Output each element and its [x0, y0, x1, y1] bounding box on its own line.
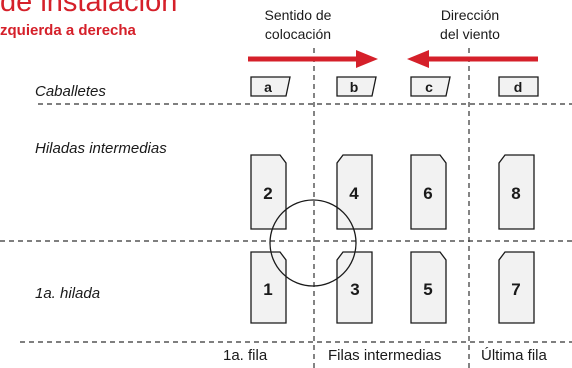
lane-box-b	[336, 76, 377, 97]
lane-letter-b: b	[350, 79, 359, 95]
lane-box-a	[250, 76, 291, 97]
diagram-subtitle: zquierda a derecha	[0, 22, 136, 39]
column-label-first-row: 1a. fila	[223, 347, 268, 364]
lane-letter-a: a	[264, 79, 272, 95]
laying-direction-line-2: colocación	[264, 26, 332, 42]
wind-direction-line-2: del viento	[440, 26, 500, 42]
diagram-title: de instalación	[0, 0, 178, 18]
laying-direction-arrow	[248, 50, 378, 68]
lane-box-c	[410, 76, 451, 97]
tile-number-2: 2	[263, 184, 272, 203]
column-label-last-row: Última fila	[481, 347, 547, 364]
tile-number-8: 8	[511, 184, 520, 203]
tile-number-4: 4	[349, 184, 359, 203]
tile-7	[498, 251, 535, 324]
wind-direction-line-1: Dirección	[440, 7, 500, 23]
tile-number-5: 5	[423, 280, 432, 299]
laying-direction-label: Sentido de colocación	[248, 6, 348, 44]
row-label-ridges: Caballetes	[35, 83, 106, 100]
column-label-intermediate-rows: Filas intermedias	[328, 347, 442, 364]
lane-letter-d: d	[514, 79, 523, 95]
tile-number-1: 1	[263, 280, 272, 299]
tile-2	[250, 154, 287, 230]
row-label-intermediate-courses: Hiladas intermedias	[35, 140, 167, 157]
tile-6	[410, 154, 447, 230]
tile-number-3: 3	[350, 280, 359, 299]
wind-direction-arrow	[407, 50, 538, 68]
laying-direction-line-1: Sentido de	[264, 7, 332, 23]
overlap-highlight-circle	[269, 199, 357, 287]
tile-number-7: 7	[511, 280, 520, 299]
tile-4	[336, 154, 373, 230]
lane-letter-c: c	[425, 79, 433, 95]
tile-8	[498, 154, 535, 230]
tile-number-6: 6	[423, 184, 432, 203]
wind-direction-label: Dirección del viento	[420, 6, 520, 44]
tile-5	[410, 251, 447, 324]
row-label-first-course: 1a. hilada	[35, 285, 101, 302]
tile-1	[250, 251, 287, 324]
lane-box-d	[498, 76, 539, 97]
tile-3	[336, 251, 373, 324]
